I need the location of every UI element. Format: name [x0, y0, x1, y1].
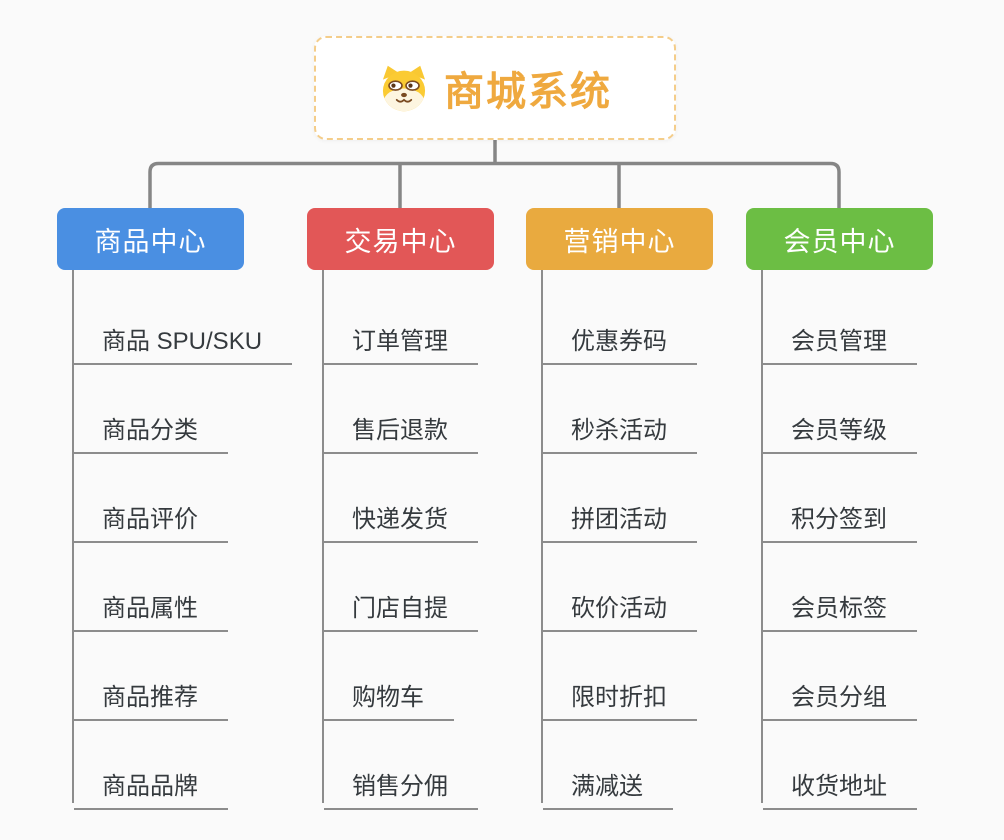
leaf-label: 售后退款 — [352, 417, 448, 444]
leaf-item[interactable]: 满减送 — [543, 753, 673, 810]
leaf-item[interactable]: 收货地址 — [763, 753, 917, 810]
leaf-label: 商品属性 — [102, 595, 198, 622]
leaf-label: 会员标签 — [791, 595, 887, 622]
leaf-label: 商品推荐 — [102, 684, 198, 711]
leaf-item[interactable]: 商品 SPU/SKU — [74, 308, 293, 365]
leaf-item[interactable]: 门店自提 — [324, 575, 478, 632]
branch-node-3[interactable]: 营销中心 — [526, 208, 713, 270]
leaf-item[interactable]: 商品分类 — [74, 397, 228, 454]
leaf-item[interactable]: 商品评价 — [74, 486, 228, 543]
leaf-item[interactable]: 销售分佣 — [324, 753, 478, 810]
leaf-label: 商品评价 — [102, 506, 198, 533]
branch-label: 营销中心 — [563, 226, 676, 257]
leaf-item[interactable]: 购物车 — [324, 664, 454, 721]
leaf-item[interactable]: 商品品牌 — [74, 753, 228, 810]
leaf-item[interactable]: 会员标签 — [763, 575, 917, 632]
leaf-item[interactable]: 会员等级 — [763, 397, 917, 454]
leaf-item[interactable]: 拼团活动 — [543, 486, 697, 543]
leaf-label: 收货地址 — [791, 773, 887, 800]
leaf-column-2: 订单管理售后退款快递发货门店自提购物车销售分佣 — [322, 270, 478, 810]
leaf-label: 商品 SPU/SKU — [102, 328, 263, 355]
root-node[interactable]: 商城系统 — [314, 36, 676, 140]
root-title: 商城系统 — [444, 70, 612, 114]
leaf-item[interactable]: 会员管理 — [763, 308, 917, 365]
leaf-item[interactable]: 商品属性 — [74, 575, 228, 632]
branch-node-4[interactable]: 会员中心 — [746, 208, 933, 270]
branch-node-2[interactable]: 交易中心 — [307, 208, 494, 270]
leaf-label: 砍价活动 — [571, 595, 667, 622]
branch-node-1[interactable]: 商品中心 — [57, 208, 244, 270]
leaf-item[interactable]: 砍价活动 — [543, 575, 697, 632]
leaf-item[interactable]: 订单管理 — [324, 308, 478, 365]
leaf-label: 秒杀活动 — [571, 417, 667, 444]
leaf-item[interactable]: 会员分组 — [763, 664, 917, 721]
leaf-item[interactable]: 售后退款 — [324, 397, 478, 454]
leaf-column-3: 优惠券码秒杀活动拼团活动砍价活动限时折扣满减送 — [541, 270, 697, 810]
leaf-label: 会员等级 — [791, 417, 887, 444]
leaf-item[interactable]: 秒杀活动 — [543, 397, 697, 454]
leaf-label: 积分签到 — [791, 506, 887, 533]
leaf-item[interactable]: 商品推荐 — [74, 664, 228, 721]
leaf-label: 优惠券码 — [571, 328, 667, 355]
leaf-label: 商品品牌 — [102, 773, 198, 800]
leaf-item[interactable]: 优惠券码 — [543, 308, 697, 365]
leaf-column-1: 商品 SPU/SKU 商品分类商品评价商品属性商品推荐商品品牌 — [72, 270, 293, 810]
leaf-label: 会员分组 — [791, 684, 887, 711]
dog-face-icon — [378, 65, 430, 112]
leaf-label: 快递发货 — [352, 506, 448, 533]
leaf-label: 限时折扣 — [571, 684, 667, 711]
leaf-item[interactable]: 积分签到 — [763, 486, 917, 543]
branch-label: 商品中心 — [94, 226, 207, 257]
branch-label: 交易中心 — [344, 226, 457, 257]
leaf-column-4: 会员管理会员等级积分签到会员标签会员分组收货地址 — [761, 270, 917, 810]
leaf-label: 门店自提 — [352, 595, 448, 622]
leaf-item[interactable]: 快递发货 — [324, 486, 478, 543]
leaf-label: 拼团活动 — [571, 506, 667, 533]
leaf-label: 销售分佣 — [352, 773, 448, 800]
leaf-label: 购物车 — [352, 684, 424, 711]
main-rail-line — [148, 161, 841, 208]
leaf-label: 商品分类 — [102, 417, 198, 444]
leaf-label: 订单管理 — [352, 328, 448, 355]
branch-label: 会员中心 — [783, 226, 896, 257]
leaf-label: 满减送 — [571, 773, 643, 800]
leaf-label: 会员管理 — [791, 328, 887, 355]
leaf-item[interactable]: 限时折扣 — [543, 664, 697, 721]
